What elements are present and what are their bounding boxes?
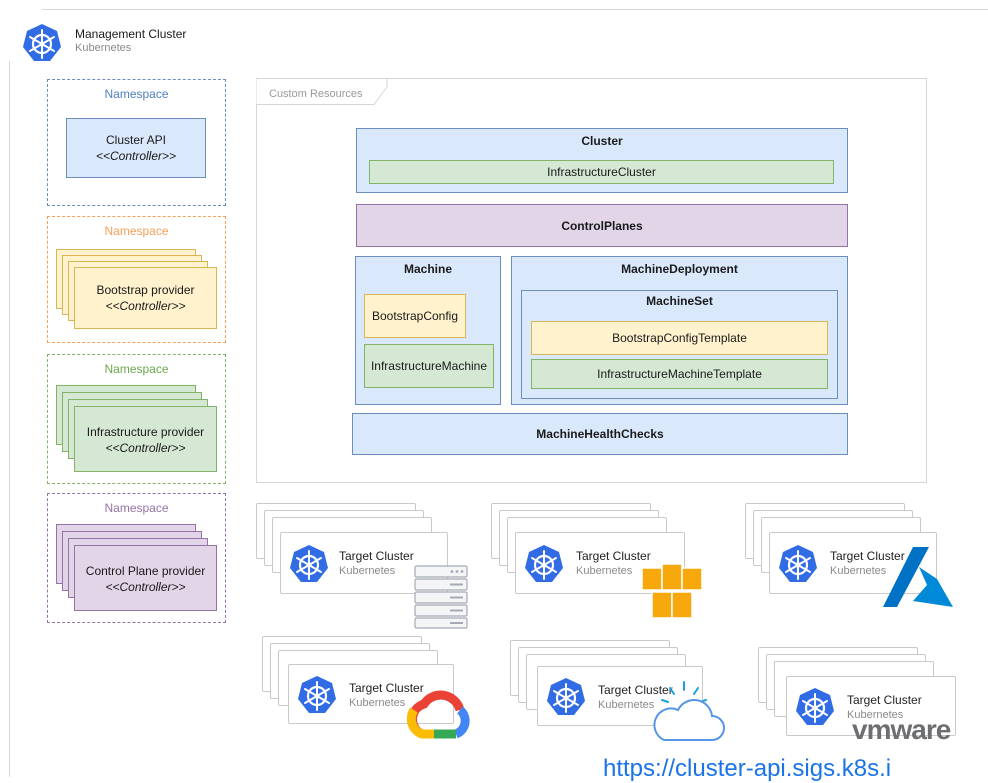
target-cluster-card[interactable]: Target Cluster Kubernetes	[786, 676, 956, 736]
target-cluster-card[interactable]: Target Cluster Kubernetes	[288, 664, 454, 724]
namespace-title: Namespace	[104, 501, 169, 515]
kubernetes-icon	[778, 544, 818, 584]
target-cluster-title: Target Cluster	[576, 549, 651, 563]
controller-name: Bootstrap provider	[96, 283, 195, 297]
target-cluster-card[interactable]: Target Cluster Kubernetes	[280, 532, 448, 594]
controller-stereotype: <<Controller>>	[105, 299, 186, 313]
azure-icon	[883, 547, 953, 607]
machine-label: Machine	[403, 262, 452, 276]
management-cluster-title: Management Cluster	[75, 27, 187, 41]
machine-deployment-label: MachineDeployment	[621, 262, 738, 276]
custom-resources-frame: Custom Resources	[256, 78, 927, 483]
target-cluster-subtitle: Kubernetes	[576, 565, 633, 577]
bootstrap-config-template-resource[interactable]: BootstrapConfigTemplate	[531, 321, 828, 355]
control-planes-resource[interactable]: ControlPlanes	[356, 204, 848, 247]
controller-stereotype: <<Controller>>	[105, 580, 186, 594]
namespace-title: Namespace	[104, 362, 169, 376]
kubernetes-icon	[524, 544, 564, 584]
controller-name: Control Plane provider	[85, 564, 206, 578]
kubernetes-helm-icon	[22, 23, 62, 63]
namespace-title: Namespace	[104, 224, 169, 238]
custom-resources-tab-label: Custom Resources	[269, 88, 363, 100]
custom-resources-tab	[256, 78, 388, 105]
machine-health-checks-resource[interactable]: MachineHealthChecks	[352, 413, 848, 455]
kubernetes-icon	[546, 677, 586, 717]
vmware-logo: vmware	[852, 714, 951, 745]
bootstrap-provider-controller[interactable]: Bootstrap provider <<Controller>>	[74, 267, 217, 329]
machine-set-label: MachineSet	[646, 294, 713, 308]
namespace-control-plane: Namespace Control Plane provider <<Contr…	[47, 493, 226, 623]
target-cluster-title: Target Cluster	[349, 681, 424, 695]
kubernetes-icon	[795, 687, 835, 727]
namespace-cluster-api: Namespace Cluster API <<Controller>>	[47, 79, 226, 206]
management-cluster-subtitle: Kubernetes	[75, 42, 132, 54]
kubernetes-icon	[297, 675, 337, 715]
controller-stereotype: <<Controller>>	[105, 441, 186, 455]
infrastructure-machine-resource[interactable]: InfrastructureMachine	[364, 344, 494, 388]
target-cluster-subtitle: Kubernetes	[349, 697, 406, 709]
target-cluster-subtitle: Kubernetes	[339, 565, 396, 577]
aws-icon	[641, 563, 703, 619]
target-cluster-subtitle: Kubernetes	[830, 565, 887, 577]
controller-name: Infrastructure provider	[86, 425, 205, 439]
infrastructure-machine-template-resource[interactable]: InfrastructureMachineTemplate	[531, 359, 828, 389]
infrastructure-cluster-resource[interactable]: InfrastructureCluster	[369, 160, 834, 184]
target-cluster-title: Target Cluster	[830, 549, 905, 563]
infrastructure-provider-controller[interactable]: Infrastructure provider <<Controller>>	[74, 406, 217, 472]
cluster-label: Cluster	[581, 134, 623, 148]
management-cluster-frame-left	[9, 61, 10, 777]
target-cluster-subtitle: Kubernetes	[847, 709, 904, 721]
namespace-bootstrap: Namespace Bootstrap provider <<Controlle…	[47, 216, 226, 343]
target-cluster-subtitle: Kubernetes	[598, 699, 655, 711]
ibm-cloud-icon	[653, 681, 725, 741]
target-cluster-title: Target Cluster	[598, 683, 673, 697]
google-cloud-icon	[406, 690, 470, 739]
server-rack-icon	[414, 565, 468, 629]
namespace-title: Namespace	[104, 87, 169, 101]
target-cluster-title: Target Cluster	[339, 549, 414, 563]
management-cluster-frame	[42, 9, 988, 10]
bootstrap-config-resource[interactable]: BootstrapConfig	[364, 294, 466, 338]
target-cluster-title: Target Cluster	[847, 693, 922, 707]
cluster-api-controller[interactable]: Cluster API <<Controller>>	[66, 118, 206, 178]
cluster-api-docs-link[interactable]: https://cluster-api.sigs.k8s.i	[603, 755, 892, 782]
control-plane-provider-controller[interactable]: Control Plane provider <<Controller>>	[74, 545, 217, 611]
namespace-infrastructure: Namespace Infrastructure provider <<Cont…	[47, 354, 226, 484]
controller-name: Cluster API	[105, 133, 167, 147]
controller-stereotype: <<Controller>>	[95, 149, 177, 163]
kubernetes-icon	[289, 544, 329, 584]
